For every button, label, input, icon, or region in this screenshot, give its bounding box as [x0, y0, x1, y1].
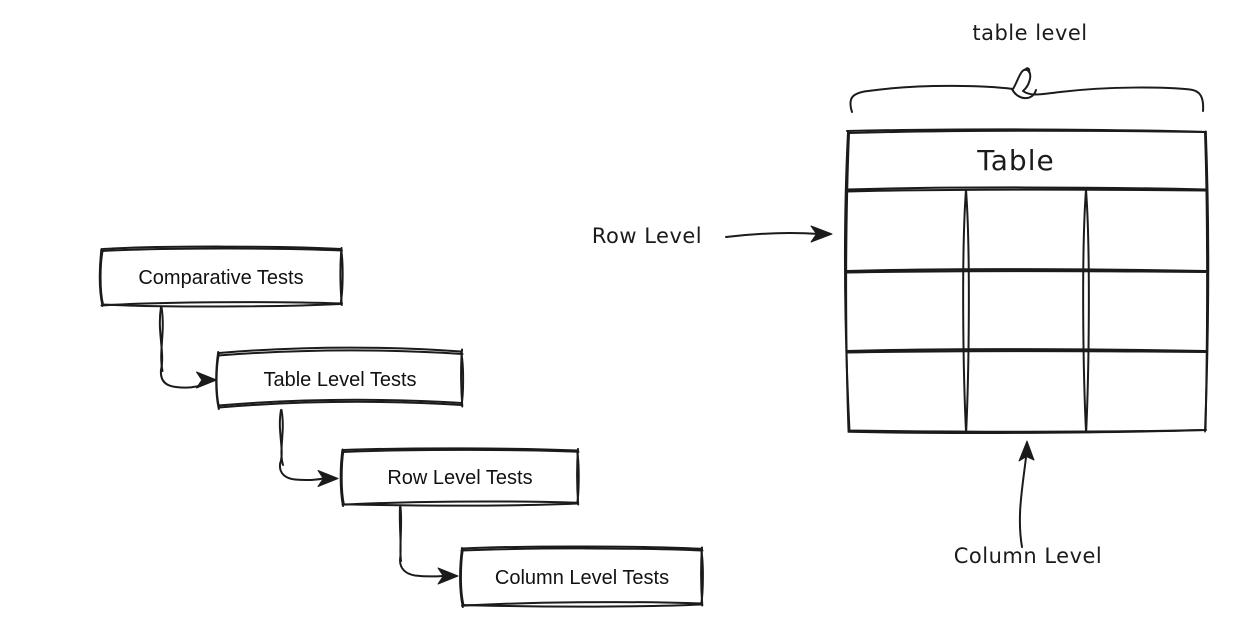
table-outer-frame-sketch-pass — [843, 128, 1210, 434]
brace-curve — [849, 68, 1205, 113]
connector-line — [278, 409, 324, 482]
arrowhead-right-icon — [437, 567, 459, 585]
connector-line-sketch-pass — [280, 409, 284, 466]
box-outline-sketch-pass — [215, 348, 464, 410]
table-level-label: table level — [972, 21, 1087, 45]
column-level-annotation: Column Level — [954, 440, 1103, 568]
table-col-line-2 — [1082, 189, 1090, 432]
connector-row-to-column — [398, 506, 459, 585]
flow-box-label: Comparative Tests — [138, 267, 303, 289]
brace-table-level — [849, 67, 1205, 113]
flow-box-label: Row Level Tests — [387, 467, 532, 489]
row-level-annotation: Row Level — [592, 224, 833, 248]
connector-line — [158, 306, 206, 389]
column-level-arrow-line — [1018, 452, 1028, 548]
connector-comparative-to-table — [158, 306, 217, 389]
connector-line-sketch-pass — [160, 306, 164, 372]
table-col-line-1 — [962, 189, 970, 432]
box-outline-sketch-pass — [459, 546, 704, 608]
table-row-line-1 — [846, 268, 1207, 274]
row-level-arrow-line — [725, 232, 820, 238]
table-figure: Table — [843, 128, 1210, 434]
arrowhead-right-icon — [317, 470, 339, 487]
flow-box-column-level-tests: Column Level Tests — [459, 545, 704, 608]
flow-box-label: Column Level Tests — [495, 567, 669, 589]
table-title: Table — [976, 144, 1054, 177]
flow-box-table-level-tests: Table Level Tests — [215, 346, 465, 410]
table-header-line — [846, 186, 1207, 193]
arrowhead-up-icon — [1018, 440, 1035, 462]
flow-box-row-level-tests: Row Level Tests — [339, 447, 580, 507]
connector-line-sketch-pass — [399, 506, 403, 562]
brace-knot — [1011, 67, 1037, 100]
column-level-label: Column Level — [954, 544, 1103, 568]
flow-box-comparative-tests: Comparative Tests — [98, 245, 344, 308]
arrowhead-right-icon — [810, 225, 833, 243]
connector-line — [398, 506, 444, 578]
arrowhead-right-icon — [196, 371, 217, 389]
flow-box-label: Table Level Tests — [263, 369, 416, 391]
box-outline-sketch-pass — [339, 448, 580, 507]
connector-table-to-row — [278, 409, 339, 487]
box-outline-sketch-pass — [98, 247, 343, 307]
row-level-label: Row Level — [592, 224, 702, 248]
table-row-line-2 — [846, 348, 1207, 354]
